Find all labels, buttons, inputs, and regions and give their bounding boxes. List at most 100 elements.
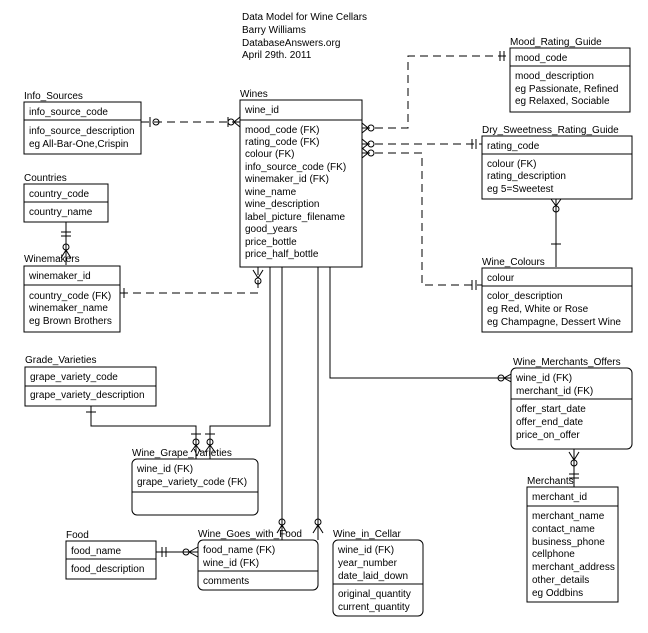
rel-wines-winegrape: [204, 267, 271, 459]
header-line-date: April 29th. 2011: [242, 50, 312, 61]
attribute: winemaker_id (FK): [244, 174, 329, 185]
entity-wine-goes-with-food[interactable]: Wine_Goes_with_Food food_name (FK) wine_…: [197, 529, 319, 591]
attribute: wine_description: [244, 199, 320, 210]
attribute: country_code (FK): [29, 291, 111, 302]
key-attribute: grape_variety_code (FK): [137, 477, 247, 488]
relationships: [60, 51, 580, 558]
entity-countries[interactable]: Countries country_code country_name: [23, 173, 109, 223]
attribute: offer_end_date: [516, 417, 584, 428]
attribute: merchant_name: [532, 511, 605, 522]
key-attribute: wine_id (FK): [515, 373, 572, 384]
key-attribute: food_name: [71, 546, 121, 557]
entity-mood-rating-guide[interactable]: Mood_Rating_Guide mood_code mood_descrip…: [509, 37, 631, 113]
entity-food[interactable]: Food food_name food_description: [65, 530, 157, 580]
entity-title: Grade_Varieties: [25, 355, 97, 366]
attribute: eg Relaxed, Sociable: [515, 96, 610, 107]
attribute: rating_description: [487, 171, 566, 182]
key-attribute: rating_code: [487, 141, 540, 152]
attribute: wine_name: [244, 187, 297, 198]
attribute: food_description: [71, 564, 144, 575]
attribute: winemaker_name: [28, 303, 108, 314]
attribute: eg Oddbins: [532, 588, 583, 599]
attribute: other_details: [532, 575, 589, 586]
entity-merchants[interactable]: Merchants merchant_id merchant_name cont…: [526, 476, 619, 603]
attribute: merchant_address: [532, 562, 615, 573]
entity-title: Mood_Rating_Guide: [510, 37, 602, 48]
key-attribute: colour: [487, 273, 515, 284]
key-attribute: wine_id (FK): [202, 558, 259, 569]
entity-wine-merchants-offers[interactable]: Wine_Merchants_Offers wine_id (FK) merch…: [510, 357, 633, 450]
entity-wine-grape-varieties[interactable]: Wine_Grape_Varieties wine_id (FK) grape_…: [131, 448, 259, 516]
rel-sweetness-wines: [361, 138, 482, 150]
rel-food-goeswithfood: [156, 546, 199, 558]
header-line-author: Barry Williams: [242, 25, 306, 36]
rel-mood-wines: [361, 51, 510, 134]
entity-wines[interactable]: Wines wine_id mood_code (FK) rating_code…: [239, 89, 363, 268]
entity-title: Food: [66, 530, 89, 541]
key-attribute: winemaker_id: [28, 271, 91, 282]
entity-title: Wines: [240, 89, 268, 100]
entity-dry-sweetness[interactable]: Dry_Sweetness_Rating_Guide rating_code c…: [481, 125, 633, 200]
rel-info-sources-wines: [141, 116, 241, 128]
entity-wine-colours[interactable]: Wine_Colours colour color_description eg…: [481, 257, 633, 333]
attribute: offer_start_date: [516, 404, 586, 415]
attribute: eg Red, White or Rose: [487, 304, 589, 315]
attribute: contact_name: [532, 524, 595, 535]
attribute: eg 5=Sweetest: [487, 184, 554, 195]
attribute: current_quantity: [338, 602, 410, 613]
attribute: colour (FK): [487, 159, 536, 170]
key-attribute: grape_variety_code: [30, 372, 118, 383]
attribute: cellphone: [532, 549, 575, 560]
header-line-title: Data Model for Wine Cellars: [242, 12, 367, 23]
attribute: mood_code (FK): [245, 125, 319, 136]
rel-countries-winemakers: [60, 222, 72, 265]
attribute: country_name: [29, 207, 93, 218]
attribute: price_half_bottle: [245, 249, 319, 260]
key-attribute: merchant_id: [532, 492, 587, 503]
rel-grade-winegrape: [86, 406, 202, 459]
attribute: rating_code (FK): [245, 137, 319, 148]
entity-grade-varieties[interactable]: Grade_Varieties grape_variety_code grape…: [24, 355, 157, 407]
attribute: mood_description: [515, 71, 594, 82]
attribute: original_quantity: [338, 589, 411, 600]
attribute: info_source_description: [29, 126, 135, 137]
attribute: comments: [203, 576, 249, 587]
entity-title: Wine_Colours: [482, 257, 545, 268]
rel-merchants-offers: [568, 449, 580, 487]
rel-winemakers-wines: [119, 267, 264, 298]
attribute: eg Champagne, Dessert Wine: [487, 317, 621, 328]
attribute: good_years: [245, 224, 297, 235]
key-attribute: food_name (FK): [203, 545, 275, 556]
entity-title: Info_Sources: [24, 91, 83, 102]
attribute: eg Passionate, Refined: [515, 84, 618, 95]
entity-title: Wine_Merchants_Offers: [513, 357, 621, 368]
rel-wines-incellar: [312, 267, 324, 540]
attribute: eg All-Bar-One,Crispin: [29, 139, 128, 150]
rel-colours-wines: [361, 147, 482, 290]
attribute: price_bottle: [245, 237, 297, 248]
key-attribute: info_source_code: [29, 107, 108, 118]
entity-wine-in-cellar[interactable]: Wine_in_Cellar wine_id (FK) year_number …: [332, 529, 424, 617]
entity-title: Merchants: [527, 476, 574, 487]
key-attribute: mood_code: [515, 53, 568, 64]
attribute: grape_variety_description: [30, 390, 145, 401]
attribute: price_on_offer: [516, 430, 580, 441]
key-attribute: wine_id: [244, 105, 279, 116]
attribute: label_picture_filename: [245, 212, 346, 223]
key-attribute: year_number: [338, 558, 398, 569]
diagram-header: Data Model for Wine Cellars Barry Willia…: [242, 12, 367, 61]
entity-title: Winemakers: [24, 254, 80, 265]
key-attribute: wine_id (FK): [136, 464, 193, 475]
rel-wines-goeswithfood: [276, 267, 288, 540]
entity-title: Wine_Goes_with_Food: [198, 529, 302, 540]
entity-winemakers[interactable]: Winemakers winemaker_id country_code (FK…: [23, 254, 121, 333]
key-attribute: date_laid_down: [338, 571, 408, 582]
attribute: info_source_code (FK): [245, 162, 346, 173]
attribute: eg Brown Brothers: [29, 316, 112, 327]
attribute: color_description: [487, 291, 563, 302]
header-line-site: DatabaseAnswers.org: [242, 38, 340, 49]
key-attribute: wine_id (FK): [337, 545, 394, 556]
key-attribute: country_code: [29, 189, 89, 200]
entity-info-sources[interactable]: Info_Sources info_source_code info_sourc…: [23, 91, 142, 155]
entity-title: Countries: [24, 173, 67, 184]
